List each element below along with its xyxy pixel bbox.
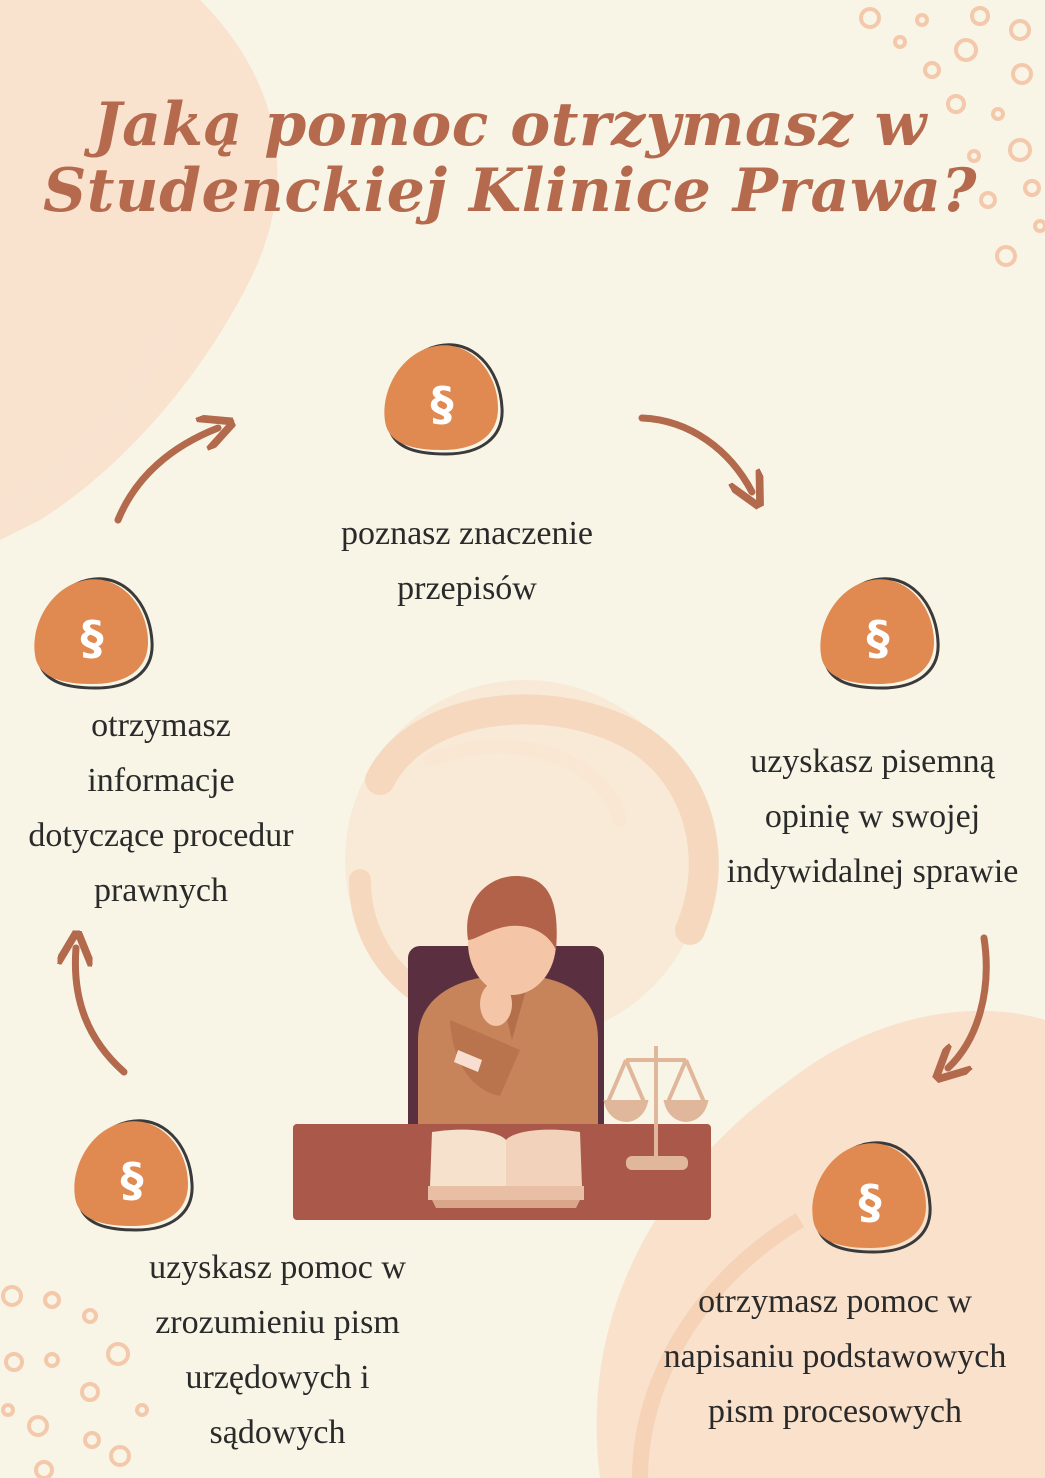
step-5-label: otrzymasz informacje dotyczące procedur …	[28, 707, 294, 909]
person-hair	[467, 876, 557, 950]
step-4-paragraph-icon: §	[74, 1119, 194, 1232]
page-title: Jaką pomoc otrzymasz w Studenckiej Klini…	[40, 92, 980, 224]
svg-text:§: §	[867, 611, 890, 665]
step-3-paragraph-icon: §	[812, 1141, 932, 1254]
step-3-label: otrzymasz pomoc w napisaniu podstawowych…	[663, 1283, 1007, 1430]
step-5-paragraph-icon: §	[34, 577, 154, 690]
person-arm	[450, 1020, 520, 1096]
step-1-label: poznasz znaczenie przepisów	[341, 515, 593, 607]
arrow-right-down	[948, 934, 990, 1068]
svg-text:§: §	[859, 1175, 882, 1229]
bottom-left-dots	[1, 1285, 149, 1478]
step-2-paragraph-icon: §	[820, 577, 940, 690]
arrow-top-left	[114, 428, 218, 524]
step-4-label: uzyskasz pomoc w zrozumieniu pism urzędo…	[149, 1249, 406, 1451]
svg-text:§: §	[431, 377, 454, 431]
step-1-paragraph-icon: §	[384, 343, 504, 456]
top-left-blob	[0, 0, 278, 540]
open-book	[428, 1129, 584, 1208]
arrow-left-up	[75, 948, 128, 1076]
svg-text:§: §	[81, 611, 104, 665]
arrow-top-right	[638, 414, 752, 492]
svg-text:§: §	[121, 1153, 144, 1207]
scales-of-justice	[603, 1046, 709, 1170]
top-right-dots	[859, 6, 1045, 267]
title-line-2: Studenckiej Klinice Prawa?	[42, 156, 978, 226]
title-line-1: Jaką pomoc otrzymasz w	[93, 90, 927, 160]
step-2-label: uzyskasz pisemną opinię w swojej indywid…	[726, 743, 1019, 890]
bottom-right-blob	[596, 1010, 1045, 1478]
